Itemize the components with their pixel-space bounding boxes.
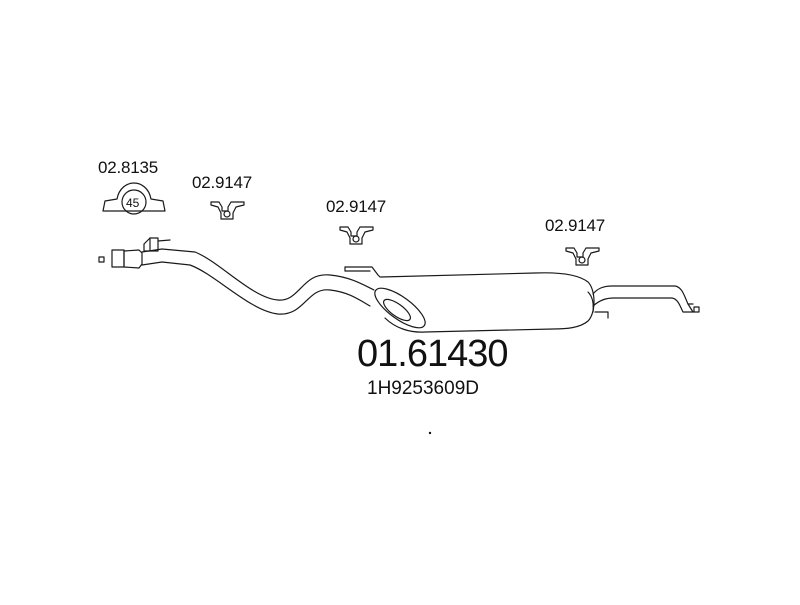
rear-muffler xyxy=(344,266,609,333)
hanger-1-label: 02.9147 xyxy=(192,173,253,192)
part-number: 01.61430 xyxy=(357,333,508,375)
exhaust-pipe xyxy=(141,248,375,315)
oem-number: 1H9253609D xyxy=(367,378,479,399)
rubber-hanger-icon xyxy=(339,226,374,245)
hanger-3-label: 02.9147 xyxy=(545,216,606,235)
front-pipe-flange xyxy=(111,237,171,269)
dot-mark xyxy=(428,431,432,435)
rubber-hanger-icon xyxy=(210,201,245,220)
clamp-size-label: 45 xyxy=(126,196,140,210)
clamp-part-label: 02.8135 xyxy=(98,158,159,177)
hanger-2-label: 02.9147 xyxy=(326,197,387,216)
rubber-hanger-icon xyxy=(565,247,600,266)
connector-mark xyxy=(693,306,700,313)
tail-pipe xyxy=(592,285,694,313)
exhaust-clamp-icon: 45 xyxy=(102,182,166,215)
connector-mark xyxy=(98,256,105,263)
